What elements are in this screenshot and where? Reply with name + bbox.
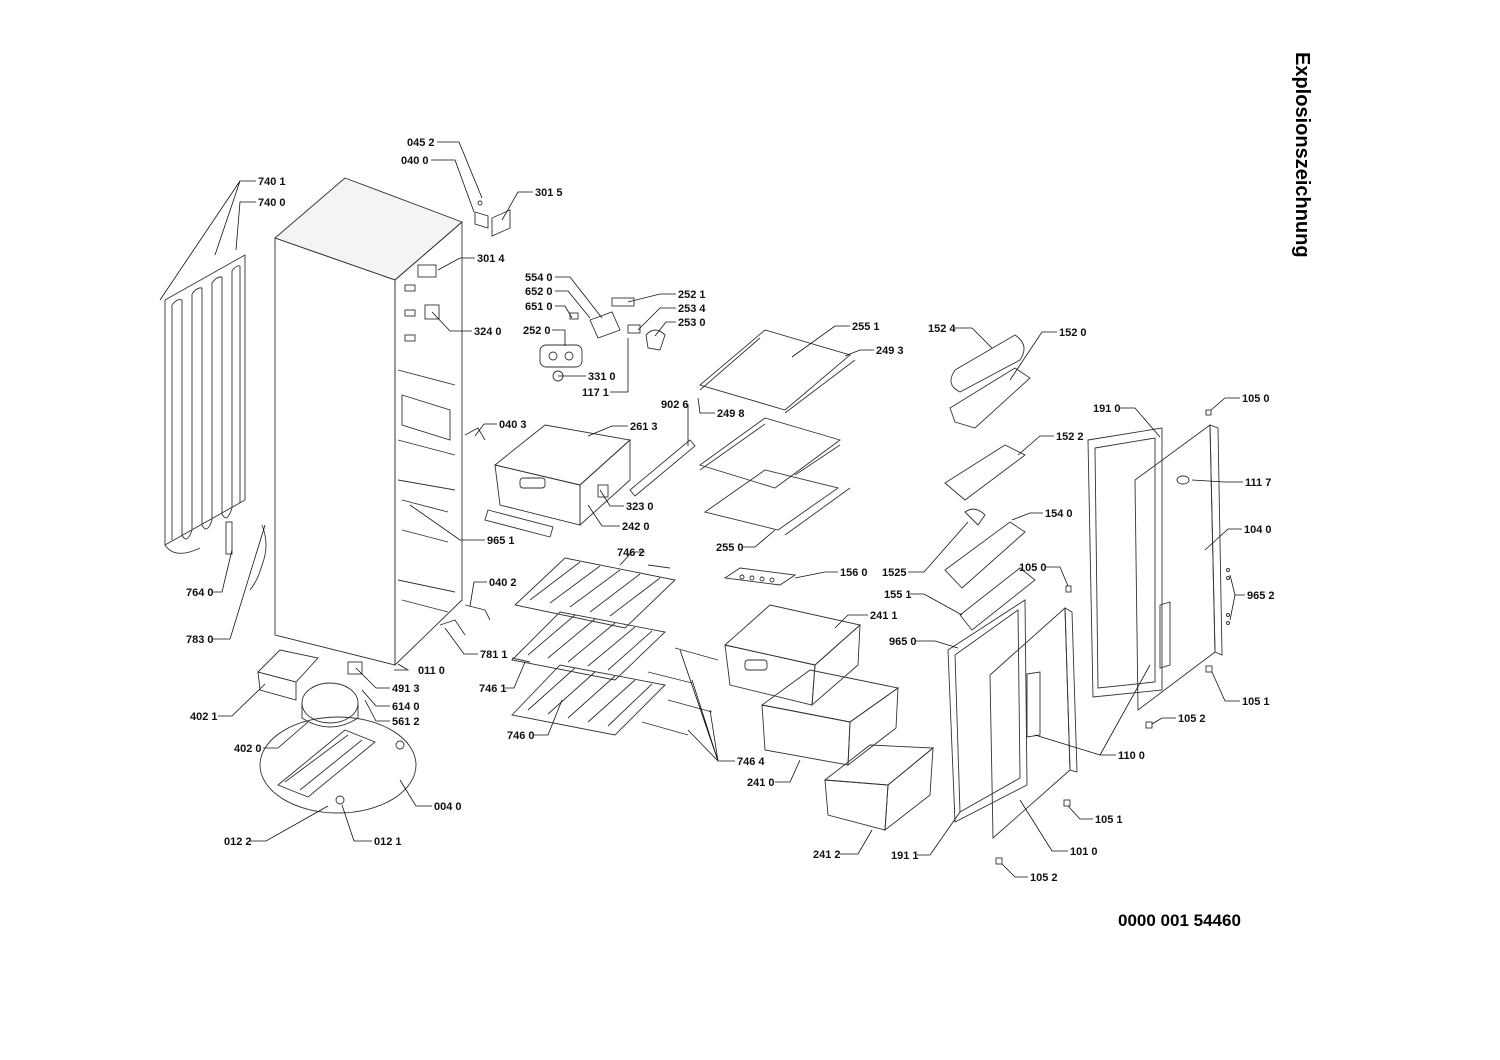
fridge-door-gasket: [947, 599, 1028, 823]
part-label: 746 4: [737, 756, 765, 768]
part-label: 105 0: [1019, 562, 1047, 574]
fridge-door: [989, 607, 1078, 839]
part-label: 040 3: [499, 419, 527, 431]
part-label: 652 0: [525, 286, 553, 298]
part-label: 252 1: [678, 289, 706, 301]
freezer-door: [1134, 424, 1223, 711]
part-label: 105 0: [1242, 393, 1270, 405]
wire-baskets: [511, 557, 676, 736]
part-label: 105 1: [1242, 696, 1270, 708]
part-label: 253 0: [678, 317, 706, 329]
part-label: 740 1: [258, 176, 286, 188]
part-label: 331 0: [588, 371, 616, 383]
part-label: 323 0: [626, 501, 654, 513]
part-label: 301 5: [535, 187, 563, 199]
part-label: 155 1: [884, 589, 912, 601]
egg-tray: [723, 567, 797, 586]
part-label: 781 1: [480, 649, 508, 661]
part-label: 011 0: [418, 665, 445, 677]
part-label: 152 2: [1056, 431, 1084, 443]
part-label: 111 7: [1245, 477, 1271, 489]
part-label: 241 2: [813, 849, 841, 861]
part-label: 156 0: [840, 567, 868, 579]
part-label: 154 0: [1045, 508, 1073, 520]
leader-lines: [159, 141, 1245, 878]
crisper-drawer-upper: [484, 424, 696, 538]
part-label: 252 0: [523, 325, 551, 337]
door-shelves: [944, 334, 1036, 631]
part-label: 152 0: [1059, 327, 1087, 339]
part-label: 746 2: [617, 547, 645, 559]
part-label: 902 6: [661, 399, 689, 411]
part-label: 004 0: [434, 801, 462, 813]
part-label: 012 1: [374, 836, 402, 848]
part-label: 105 1: [1095, 814, 1123, 826]
freezer-drawers: [724, 604, 935, 831]
part-label: 746 0: [507, 730, 535, 742]
part-label: 241 0: [747, 777, 775, 789]
part-label: 040 0: [401, 155, 429, 167]
cabinet-body: [274, 177, 463, 667]
part-label: 965 1: [487, 535, 515, 547]
part-label: 249 3: [876, 345, 904, 357]
part-label: 561 2: [392, 716, 420, 728]
part-label: 117 1: [582, 387, 609, 399]
glass-shelves: [699, 329, 856, 536]
part-label: 104 0: [1244, 524, 1272, 536]
part-label: 740 0: [258, 197, 286, 209]
part-label: 110 0: [1118, 750, 1145, 762]
part-label: 249 8: [717, 408, 745, 420]
part-label: 105 2: [1178, 713, 1206, 725]
part-label: 614 0: [392, 701, 420, 713]
part-label: 101 0: [1070, 846, 1098, 858]
part-label: 402 0: [234, 743, 262, 755]
part-label: 040 2: [489, 577, 517, 589]
part-label: 783 0: [186, 634, 214, 646]
part-label: 402 1: [190, 711, 218, 723]
part-label: 012 2: [224, 836, 252, 848]
freezer-door-gasket: [1087, 427, 1163, 698]
small-hardware: [439, 200, 1230, 865]
part-label: 554 0: [525, 272, 553, 284]
part-label: 045 2: [407, 137, 435, 149]
part-label: 152 4: [928, 323, 956, 335]
part-label: 651 0: [525, 301, 553, 313]
basket-rails: [641, 647, 719, 736]
diagram-title: Explosionszeichnung: [1291, 52, 1313, 258]
part-label: 965 2: [1247, 590, 1275, 602]
part-label: 746 1: [479, 683, 507, 695]
part-label: 255 0: [716, 542, 744, 554]
part-label: 191 1: [891, 850, 919, 862]
document-number: 0000 001 54460: [1118, 911, 1241, 930]
part-label: 1525: [882, 567, 906, 579]
capillary-tube: [225, 521, 267, 591]
part-label: 242 0: [622, 521, 650, 533]
part-label: 965 0: [889, 636, 917, 648]
part-label: 191 0: [1093, 403, 1121, 415]
part-label: 324 0: [474, 326, 502, 338]
part-label: 301 4: [477, 253, 505, 265]
part-label: 105 2: [1030, 872, 1058, 884]
part-label: 491 3: [392, 683, 420, 695]
compressor-and-baseplate: [257, 649, 417, 814]
part-labels: 045 2 040 0 301 5 740 1 740 0 301 4 324 …: [186, 137, 1275, 884]
part-label: 253 4: [678, 303, 706, 315]
part-label: 241 1: [870, 610, 898, 622]
control-unit: [539, 297, 666, 382]
condenser-coil: [164, 254, 246, 554]
part-label: 255 1: [852, 321, 880, 333]
part-label: 764 0: [186, 587, 214, 599]
part-label: 261 3: [630, 421, 658, 433]
